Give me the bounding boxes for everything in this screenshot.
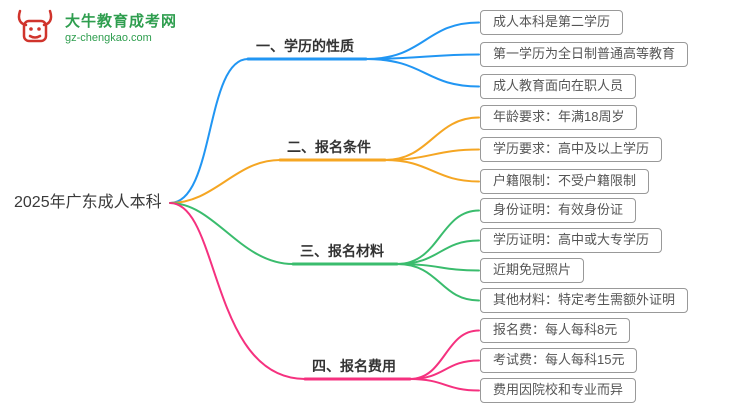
connector-root-branch1 bbox=[169, 58, 249, 204]
leaf-node: 学历要求：高中及以上学历 bbox=[480, 137, 663, 162]
connector-branch4-leaf1 bbox=[409, 329, 480, 380]
connector-branch2-leaf2 bbox=[384, 148, 480, 161]
branch-label-4: 四、报名费用 bbox=[312, 358, 396, 374]
connector-branch2-leaf1 bbox=[384, 116, 480, 161]
connector-branch1-leaf1 bbox=[365, 21, 480, 60]
leaf-node: 成人本科是第二学历 bbox=[480, 10, 624, 35]
site-url: gz-chengkao.com bbox=[65, 32, 152, 45]
connector-branch1-leaf2 bbox=[365, 53, 480, 60]
connector-root-branch2 bbox=[169, 159, 281, 204]
logo-text: 大牛教育成考网 gz-chengkao.com bbox=[65, 13, 177, 45]
branch-label-1: 一、学历的性质 bbox=[256, 38, 354, 54]
site-logo[interactable]: 大牛教育成考网 gz-chengkao.com bbox=[12, 8, 177, 50]
leaf-node: 其他材料：特定考生需额外证明 bbox=[480, 288, 689, 313]
connector-branch3-leaf4 bbox=[396, 263, 480, 302]
leaf-node: 学历证明：高中或大专学历 bbox=[480, 228, 663, 253]
bull-icon bbox=[12, 8, 58, 50]
branch-label-2: 二、报名条件 bbox=[287, 139, 371, 155]
leaf-node: 报名费：每人每科8元 bbox=[480, 318, 631, 343]
leaf-node: 年龄要求：年满18周岁 bbox=[480, 105, 638, 130]
connector-branch3-leaf1 bbox=[396, 209, 480, 265]
leaf-node: 户籍限制：不受户籍限制 bbox=[480, 169, 650, 194]
site-name: 大牛教育成考网 bbox=[65, 13, 178, 31]
connector-branch3-leaf2 bbox=[396, 239, 480, 265]
leaf-node: 身份证明：有效身份证 bbox=[480, 198, 637, 223]
leaf-node: 近期免冠照片 bbox=[480, 258, 585, 283]
root-node: 2025年广东成人本科 bbox=[14, 194, 162, 211]
leaf-node: 费用因院校和专业而异 bbox=[480, 378, 637, 403]
connector-branch2-leaf3 bbox=[384, 159, 480, 183]
connector-branch4-leaf3 bbox=[409, 378, 480, 392]
leaf-node: 考试费：每人每科15元 bbox=[480, 348, 638, 373]
connector-branch4-leaf2 bbox=[409, 359, 480, 380]
branch-label-3: 三、报名材料 bbox=[300, 243, 384, 259]
connector-branch1-leaf3 bbox=[365, 58, 480, 88]
leaf-node: 第一学历为全日制普通高等教育 bbox=[480, 42, 689, 67]
connector-root-branch4 bbox=[169, 202, 306, 380]
connector-root-branch3 bbox=[169, 202, 294, 265]
leaf-node: 成人教育面向在职人员 bbox=[480, 74, 637, 99]
